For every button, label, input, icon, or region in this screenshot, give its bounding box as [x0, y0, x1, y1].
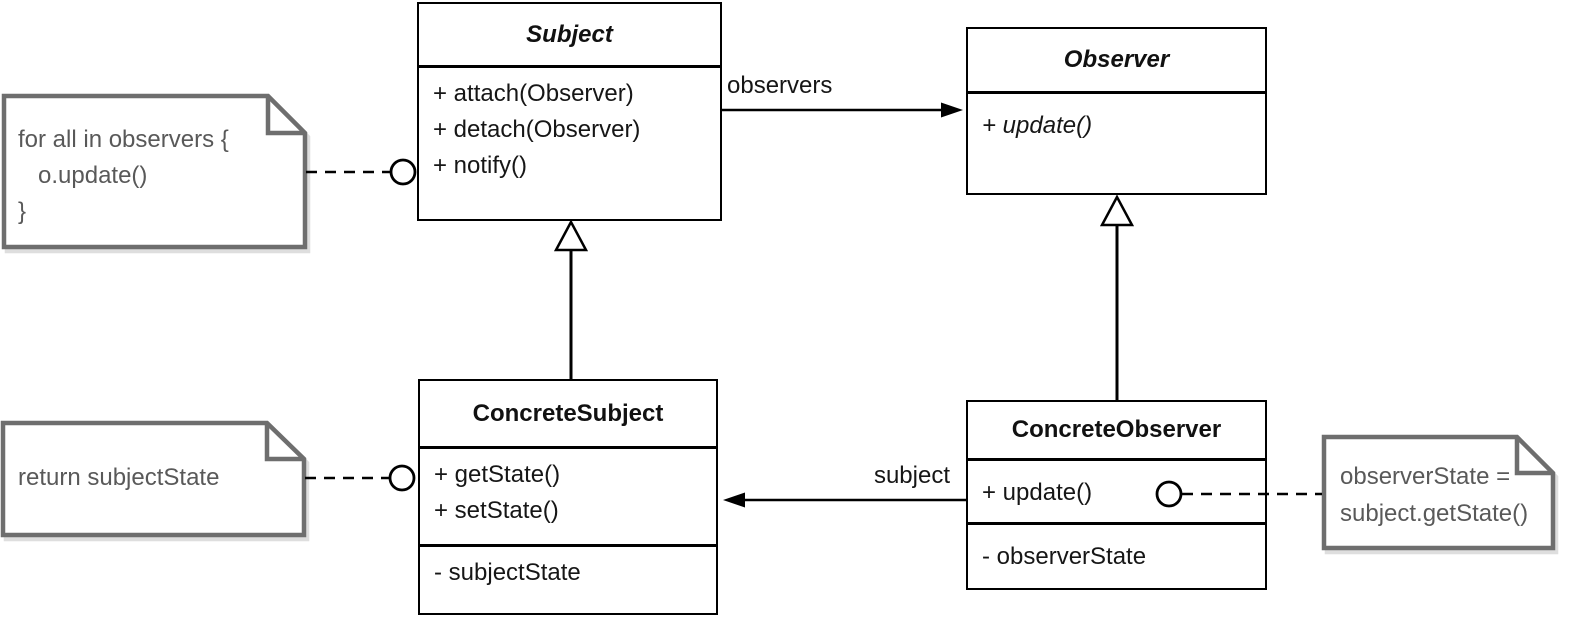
attribute-subject-state: - subjectState: [434, 559, 581, 586]
class-title-observer: Observer: [968, 29, 1265, 94]
observer-methods-compartment: + update(): [968, 94, 1265, 152]
connector-circle-icon: [389, 158, 417, 186]
method-get-state: + getState(): [434, 461, 561, 488]
connector-circle-icon: [388, 464, 416, 492]
method-update: + update(): [982, 479, 1093, 506]
note-connector-getstate: [305, 464, 416, 492]
class-title-subject: Subject: [419, 4, 720, 68]
edge-label-subject: subject: [873, 462, 950, 489]
note-connector-notify: [306, 158, 417, 186]
class-concrete-observer: ConcreteObserver + update() - observerSt…: [966, 400, 1267, 590]
note-notify-text: for all in observers { o.update() }: [18, 122, 229, 230]
attribute-observer-state: - observerState: [982, 543, 1147, 570]
association-arrow-observers: [722, 102, 963, 118]
hollow-triangle-icon: [1099, 194, 1135, 227]
class-concrete-subject: ConcreteSubject + getState() + setState(…: [418, 379, 718, 615]
note-line: observerState =: [1340, 463, 1511, 490]
class-subject: Subject + attach(Observer) + detach(Obse…: [417, 2, 722, 221]
note-fold-icon: [264, 423, 304, 462]
note-line: o.update(): [18, 162, 148, 189]
note-line: return subjectState: [18, 464, 220, 491]
edge-label-observers: observers: [727, 72, 833, 99]
note-getstate-text: return subjectState: [18, 463, 219, 493]
arrowhead-icon: [941, 102, 963, 118]
method-notify: + notify(): [433, 152, 528, 179]
method-detach: + detach(Observer): [433, 116, 641, 143]
note-line: }: [18, 198, 27, 225]
concrete-observer-methods-compartment: + update(): [968, 461, 1265, 525]
concrete-subject-methods-compartment: + getState() + setState(): [420, 449, 716, 547]
note-update-text: observerState = subject.getState(): [1340, 458, 1528, 532]
note-line: for all in observers {: [18, 126, 229, 153]
generalization-arrow-concrete-subject: [553, 219, 589, 379]
note-line: subject.getState(): [1340, 500, 1529, 527]
method-attach: + attach(Observer): [433, 80, 634, 107]
generalization-arrow-concrete-observer: [1099, 194, 1135, 400]
class-title-concrete-subject: ConcreteSubject: [420, 381, 716, 449]
method-set-state: + setState(): [434, 497, 559, 524]
subject-methods-compartment: + attach(Observer) + detach(Observer) + …: [419, 68, 720, 192]
arrowhead-icon: [723, 492, 745, 508]
concrete-subject-attributes-compartment: - subjectState: [420, 547, 716, 599]
association-arrow-subject: [723, 492, 966, 508]
hollow-triangle-icon: [553, 219, 589, 252]
method-update-abstract: + update(): [982, 112, 1093, 139]
note-fold-icon: [265, 96, 305, 136]
concrete-observer-attributes-compartment: - observerState: [968, 525, 1265, 583]
class-observer: Observer + update(): [966, 27, 1267, 195]
class-title-concrete-observer: ConcreteObserver: [968, 402, 1265, 461]
